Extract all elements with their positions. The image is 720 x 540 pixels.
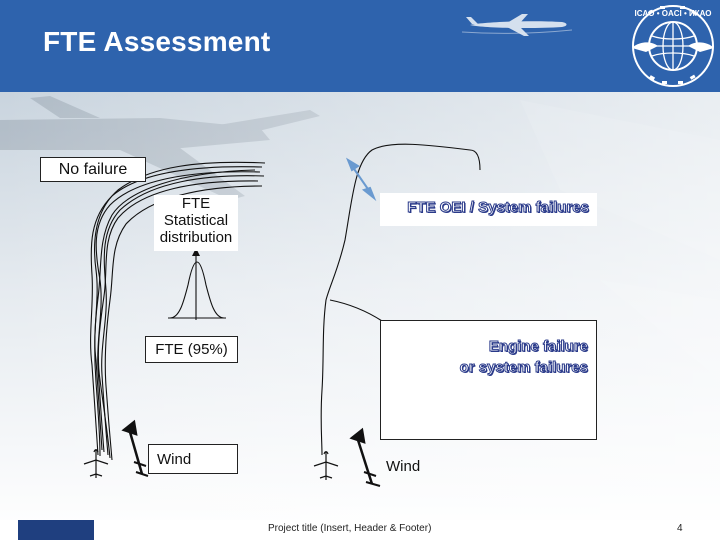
engine-failure-box: Engine failure or system failures (380, 320, 597, 440)
airplane-icon-right (313, 451, 339, 480)
distribution-pointer-arrowhead (192, 248, 200, 256)
oei-trajectory-line (320, 143, 471, 456)
airplane-icon-left (83, 449, 109, 478)
no-failure-label: No failure (40, 157, 146, 182)
header-plane-icon (462, 14, 572, 36)
fte-oei-label: FTE OEI / System failures (407, 199, 590, 217)
trajectory-line (90, 166, 263, 456)
trajectory-line (93, 161, 266, 451)
footer-logo-icon (18, 520, 94, 540)
trajectory-line (97, 180, 259, 459)
icao-emblem-icon: ICAO • OACI • ИКАО (632, 5, 714, 87)
wind-arrow-right (349, 427, 381, 487)
fte-95-label: FTE (95%) (145, 336, 238, 363)
footer-project-title: Project title (Insert, Header & Footer) (268, 523, 432, 534)
slide-title: FTE Assessment (43, 26, 271, 57)
trajectory-line (95, 171, 261, 453)
header-band (0, 0, 720, 92)
page-number: 4 (677, 523, 683, 534)
double-arrow-head-top (345, 157, 360, 172)
fte-statistical-label: FTE Statistical distribution (154, 195, 238, 251)
wind-arrow-left (121, 419, 149, 477)
oei-trajectory-line (469, 149, 481, 171)
engine-failure-line-2: or system failures (459, 359, 588, 377)
double-arrow-head-bottom (361, 186, 377, 202)
wind-label-right: Wind (386, 458, 421, 475)
engine-failure-label: Engine failure or system failures (459, 336, 588, 378)
engine-failure-line-1: Engine failure (488, 338, 588, 356)
emblem-text: ICAO • OACI • ИКАО (634, 9, 711, 18)
wind-label-left: Wind (148, 444, 238, 474)
trajectory-line (94, 169, 256, 457)
fte-oei-box: FTE OEI / System failures (380, 193, 597, 226)
footer-bar (0, 520, 720, 540)
normal-distribution-curve (169, 261, 225, 319)
